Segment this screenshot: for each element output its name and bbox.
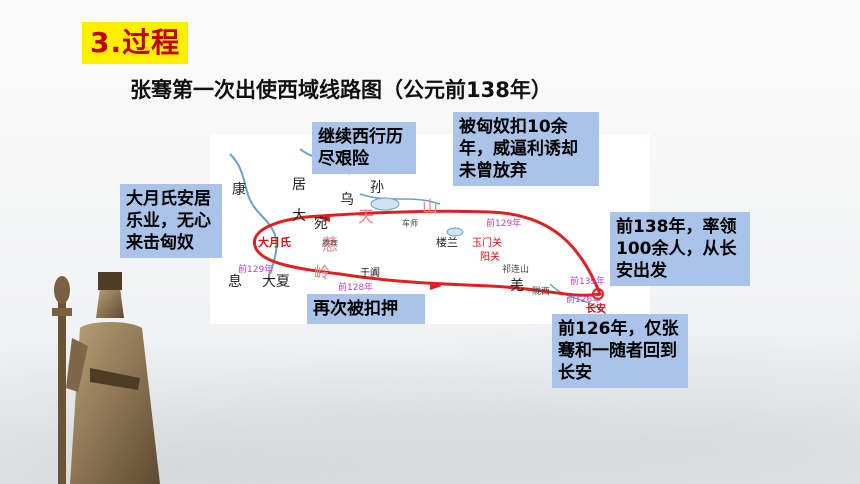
label-wusun-2: 孙 xyxy=(370,180,384,196)
callout-continue-west: 继续西行历尽艰险 xyxy=(312,122,416,174)
label-year-129-west: 前129年 xyxy=(238,263,273,275)
label-xi: 息 xyxy=(228,273,242,290)
label-year-126: 前126年 xyxy=(566,293,601,305)
label-dayuezhi: 大月氏 xyxy=(258,235,291,249)
label-dayuan-2: 宛 xyxy=(314,216,328,232)
label-year-128: 前128年 xyxy=(338,281,373,293)
label-tianshan-1: 天 xyxy=(358,207,374,226)
label-dayuan-1: 大 xyxy=(292,208,306,224)
section-heading: 3.过程 xyxy=(82,22,189,64)
label-yangguan: 阳关 xyxy=(480,250,500,263)
label-year-139: 前139年 xyxy=(570,275,605,287)
river-east xyxy=(549,283,611,320)
callout-recaptured: 再次被扣押 xyxy=(307,294,425,324)
callout-detained: 被匈奴扣10余年，威逼利诱却未曾放弃 xyxy=(453,112,599,186)
label-kangju-2: 居 xyxy=(292,177,306,193)
label-wusun-1: 乌 xyxy=(340,192,354,208)
label-qiang: 羌 xyxy=(510,278,524,294)
zhang-qian-statue-icon xyxy=(52,272,160,484)
map-title: 张骞第一次出使西域线路图（公元前138年） xyxy=(130,78,552,102)
label-tianshan-2: 山 xyxy=(422,197,438,216)
label-yumenguan: 玉门关 xyxy=(472,236,502,249)
route-arrow-east xyxy=(430,282,442,290)
label-kangju-1: 康 xyxy=(232,181,246,198)
label-changan: 长安 xyxy=(586,302,606,315)
label-longxi: 陇西 xyxy=(532,285,550,297)
route-arrow-west xyxy=(318,214,330,222)
callout-yuezhi: 大月氏安居乐业，无心来击匈奴 xyxy=(120,184,222,258)
label-loulan: 楼兰 xyxy=(436,235,458,249)
lake-lop xyxy=(446,227,464,237)
label-cheshi: 车师 xyxy=(402,218,418,228)
lake-issyk xyxy=(370,197,400,211)
label-year-129-east: 前129年 xyxy=(486,217,521,229)
river-west xyxy=(229,153,278,275)
callout-depart: 前138年，率领100余人，从长安出发 xyxy=(610,212,750,286)
route-map-svg: 康 居 乌 孙 匈 奴 大 宛 天 山 大月氏 葱 岭 息 大夏 羌 楼兰 玉门… xyxy=(228,148,611,320)
label-daxia: 大夏 xyxy=(262,274,290,290)
river-tarim xyxy=(359,193,441,205)
label-cong: 葱 xyxy=(322,235,338,254)
changan-marker xyxy=(592,288,604,300)
label-ling: 岭 xyxy=(314,263,330,282)
label-jibin: 罽宾 xyxy=(322,238,338,248)
callout-return: 前126年，仅张骞和一随者回到长安 xyxy=(552,314,688,388)
label-qilianshan: 祁连山 xyxy=(502,263,529,275)
label-yutian: 于阗 xyxy=(360,267,380,279)
expedition-route xyxy=(253,209,603,297)
